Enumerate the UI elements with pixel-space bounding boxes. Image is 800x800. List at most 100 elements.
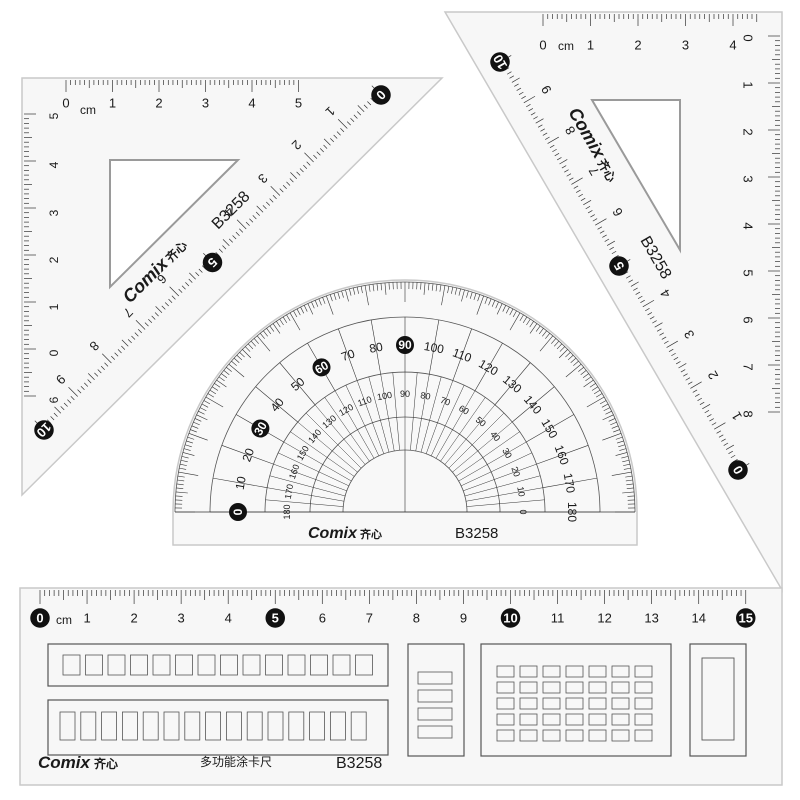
scale-tick <box>117 349 122 354</box>
scale-tick <box>542 477 598 488</box>
scale-tick <box>211 386 219 391</box>
scale-tick <box>357 105 365 112</box>
scale-tick <box>622 459 630 463</box>
scale-tick <box>496 303 503 315</box>
scale-tick <box>231 360 237 366</box>
scale-tick <box>502 305 507 312</box>
stencil-cell <box>175 654 193 676</box>
svg-text:0: 0 <box>47 349 61 356</box>
scale-label: 40 <box>488 429 502 443</box>
scale-tick <box>68 387 78 397</box>
scale-tick <box>529 323 538 334</box>
scale-tick <box>144 322 149 327</box>
stencil-frame <box>480 643 672 757</box>
svg-text:1: 1 <box>83 611 90 626</box>
scale-tick <box>516 87 522 91</box>
scale-label: 6 <box>740 316 755 323</box>
svg-text:160: 160 <box>287 463 302 481</box>
scale-tick <box>519 314 524 322</box>
stencil-cell <box>184 711 201 741</box>
scale-tick <box>253 338 259 344</box>
left-set-square-unit: cm <box>80 103 96 117</box>
stencil-cell <box>152 654 171 676</box>
scale-tick <box>262 205 267 210</box>
svg-text:6: 6 <box>740 316 755 323</box>
scale-tick <box>273 463 347 492</box>
scale-label: 4 <box>47 161 61 168</box>
scale-tick <box>435 390 476 459</box>
scale-tick <box>338 328 358 381</box>
scale-tick <box>591 386 599 391</box>
scale-label: 2 <box>47 256 61 263</box>
scale-label: 8 <box>413 611 420 626</box>
scale-tick <box>529 321 534 328</box>
scale-tick <box>304 152 314 163</box>
scale-tick <box>590 214 595 218</box>
scale-tick <box>512 310 517 318</box>
scale-tick <box>448 412 505 469</box>
scale-tick <box>296 308 301 316</box>
scale-tick <box>222 245 227 250</box>
svg-text:齐心: 齐心 <box>94 756 118 771</box>
scale-tick <box>94 372 99 377</box>
svg-text:3: 3 <box>178 611 185 626</box>
scale-tick <box>178 288 183 293</box>
scale-tick <box>606 240 616 246</box>
scale-tick <box>154 312 159 317</box>
scale-tick <box>619 448 627 451</box>
scale-tick <box>610 421 617 426</box>
scale-label: 20 <box>239 446 257 464</box>
scale-tick <box>169 286 180 297</box>
right-set-square-body <box>443 11 783 593</box>
scale-tick <box>447 286 450 294</box>
scale-label: 0 <box>740 34 755 41</box>
stencil-cell <box>565 729 584 742</box>
scale-tick <box>270 186 281 196</box>
svg-text:5: 5 <box>272 611 279 626</box>
scale-tick <box>536 445 589 465</box>
scale-tick <box>286 314 291 322</box>
svg-text:0: 0 <box>740 34 755 41</box>
scale-tick <box>289 178 294 183</box>
scale-tick <box>556 343 563 350</box>
scale-tick <box>255 211 260 216</box>
scale-label: 5 <box>295 96 302 111</box>
scale-marker: 30 <box>251 419 270 438</box>
svg-text:7: 7 <box>366 611 373 626</box>
scale-tick <box>322 297 326 304</box>
svg-text:4: 4 <box>729 38 736 53</box>
scale-tick <box>364 285 369 306</box>
scale-tick <box>628 279 634 283</box>
stencil-cell <box>519 713 538 726</box>
stencil-cell <box>701 657 735 741</box>
stencil-cell <box>101 711 117 741</box>
scale-tick <box>181 456 189 459</box>
scale-label: 110 <box>356 394 373 408</box>
scale-tick <box>54 406 62 414</box>
svg-text:90: 90 <box>398 338 412 352</box>
scale-tick <box>341 290 344 298</box>
scale-tick <box>580 370 587 375</box>
scale-tick <box>256 205 264 213</box>
scale-tick <box>566 173 572 177</box>
svg-text:0: 0 <box>62 96 69 111</box>
scale-tick <box>625 479 633 482</box>
scale-tick <box>429 319 440 375</box>
scale-tick <box>329 294 333 302</box>
scale-tick <box>553 340 560 347</box>
scale-tick <box>463 463 537 492</box>
scale-tick <box>191 425 199 429</box>
scale-tick <box>611 250 617 255</box>
scale-tick <box>279 362 316 405</box>
scale-tick <box>356 380 385 454</box>
scale-tick <box>514 83 519 87</box>
scale-tick <box>528 108 534 112</box>
stencil-frame <box>407 643 465 757</box>
scale-tick <box>276 321 281 328</box>
scale-label: 180 <box>282 504 292 519</box>
scale-tick <box>721 438 726 442</box>
stencil-frame <box>47 699 389 756</box>
scale-label: 1 <box>109 96 116 111</box>
scale-label: 160 <box>552 443 572 467</box>
